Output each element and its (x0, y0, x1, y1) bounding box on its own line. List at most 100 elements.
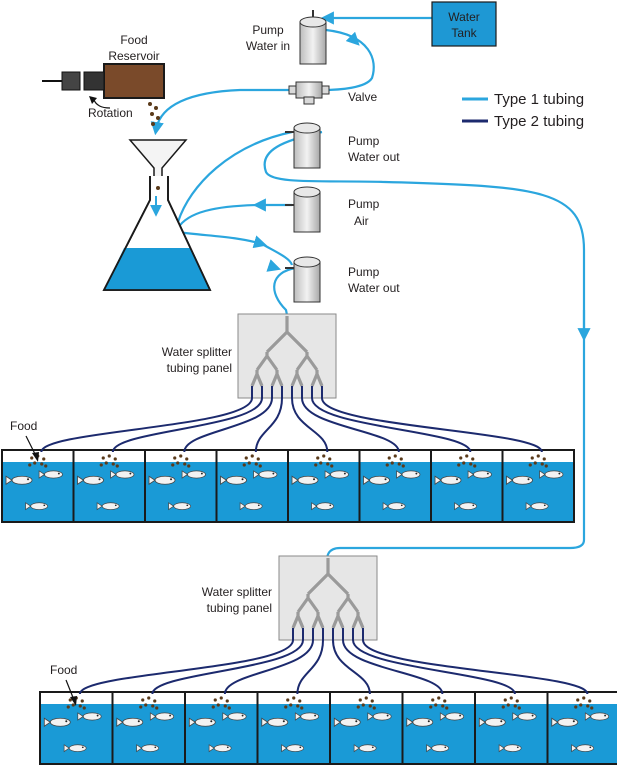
type2-tube (332, 639, 371, 695)
food-pellet (361, 703, 365, 707)
pump-air-label-2: Air (354, 214, 369, 228)
fish (506, 475, 533, 485)
food-pellet (99, 463, 103, 467)
food-pellet (250, 454, 254, 458)
fish (136, 744, 160, 753)
food-pellet (544, 464, 548, 468)
food-pellet (431, 698, 435, 702)
fish (208, 744, 232, 753)
fish-body (11, 475, 33, 485)
food-pellet (185, 457, 189, 461)
fish (110, 470, 135, 479)
food-label-2: Food (50, 663, 77, 677)
splitter-branch (336, 594, 360, 613)
food-pellet (390, 461, 394, 465)
fish-body (445, 712, 465, 721)
fish-body (101, 502, 120, 510)
food-pellet (139, 705, 143, 709)
fish-body (503, 744, 522, 752)
type2-tube (296, 639, 324, 695)
fish (525, 502, 549, 511)
fish-eye (400, 504, 403, 507)
aquarium-tank (215, 449, 289, 523)
food-pellet (144, 703, 148, 707)
food-pellet (443, 699, 447, 703)
food-pellet (44, 464, 48, 468)
tank-water (186, 704, 257, 763)
fish (43, 717, 71, 727)
food-pellet (370, 699, 374, 703)
food-pellet (247, 461, 251, 465)
aquarium-row-1 (1, 397, 575, 523)
food-pellet (588, 699, 592, 703)
splitter-branch (270, 370, 284, 387)
food-pellet (176, 461, 180, 465)
fish (367, 712, 392, 721)
type2-tube (321, 397, 543, 453)
fish-tail (551, 717, 559, 727)
fish-eye (444, 746, 447, 749)
fish-eye (114, 504, 117, 507)
fish-eye (486, 472, 489, 475)
food-pellet (115, 464, 119, 468)
aquarium-tank (184, 691, 259, 765)
food-pellet (179, 454, 183, 458)
food-pellet (586, 704, 590, 708)
fish-tail (454, 502, 461, 511)
food-reservoir (42, 63, 165, 126)
fish (571, 744, 595, 753)
tank-water (217, 462, 287, 521)
tube-pump-in-to-valve (321, 28, 375, 92)
fish-eye (272, 472, 275, 475)
food-pellet (171, 463, 175, 467)
splitter-branch (310, 370, 324, 387)
fish-tail (353, 744, 360, 753)
splitter-branch (291, 612, 305, 629)
pump-water-in-label-1: Pump (252, 23, 284, 37)
food-pellet (517, 706, 521, 710)
food-label-1: Food (10, 419, 37, 433)
fish (454, 502, 478, 511)
fish (551, 717, 579, 727)
fish-body (187, 470, 206, 479)
food-pellet (326, 462, 330, 466)
type2-tube (223, 639, 314, 695)
fish-body (412, 717, 434, 727)
fish-tail (506, 475, 514, 485)
fish (25, 502, 49, 511)
fish-eye (343, 472, 346, 475)
fish-eye (516, 746, 519, 749)
tank-water (432, 462, 502, 521)
legend-type2-label: Type 2 tubing (494, 113, 584, 130)
tank-water (503, 462, 573, 521)
tube-valve-to-flask (150, 88, 290, 136)
type2-tube (151, 639, 304, 695)
fish-body (213, 744, 232, 752)
fish (406, 717, 434, 727)
fish (382, 502, 406, 511)
aquarium-tank (256, 691, 331, 765)
type2-tube (311, 397, 472, 453)
fish (77, 475, 104, 485)
fish-tail (96, 502, 103, 511)
fish-body (339, 717, 361, 727)
fish-body (258, 470, 278, 479)
tank-water (289, 462, 359, 521)
fish-tail (333, 717, 342, 727)
pump-air-label-1: Pump (348, 197, 380, 211)
fish-tail (116, 717, 124, 727)
food-pellet (528, 463, 532, 467)
food-pellet (319, 461, 323, 465)
food-pellet (503, 698, 507, 702)
fish-tail (63, 744, 70, 753)
fish (498, 744, 522, 753)
fish-body (372, 712, 392, 721)
fish-eye (169, 714, 171, 717)
fish-body (267, 717, 289, 727)
type2-tube (40, 397, 253, 453)
food-reservoir-label-2: Reservoir (108, 49, 159, 63)
aquarium-tank (144, 449, 218, 523)
fish-body (68, 744, 87, 752)
fish-body (300, 712, 320, 721)
pump-water-in (299, 10, 327, 65)
